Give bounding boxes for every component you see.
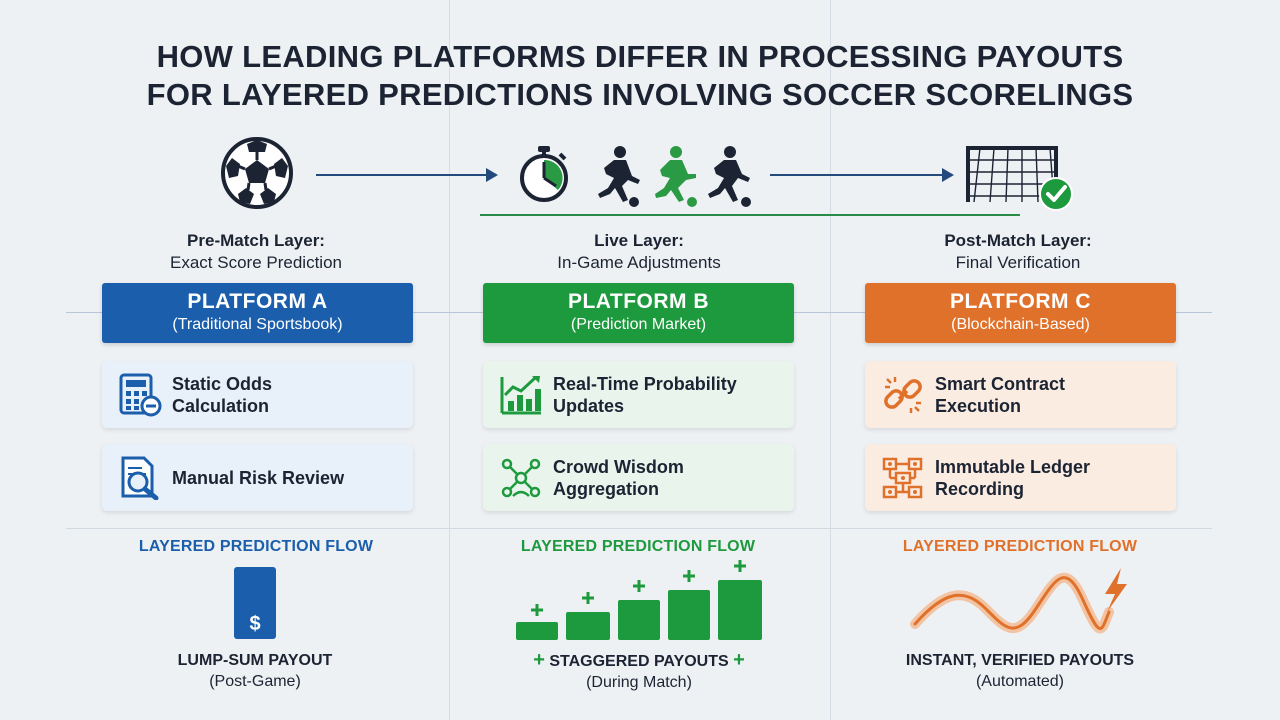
feature-line: Immutable Ledger: [935, 456, 1091, 477]
payout-subtitle: (Automated): [975, 673, 1065, 690]
platform-type: (Traditional Sportsbook): [172, 316, 343, 333]
layer-live: Live Layer: In-Game Adjustments: [509, 230, 769, 274]
payout-title: LUMP-SUM PAYOUT: [177, 652, 333, 669]
calculator-icon: [119, 373, 162, 416]
feature-line: Updates: [553, 395, 625, 416]
layer-post-match: Post-Match Layer: Final Verification: [888, 230, 1148, 274]
payout-title-row: + STAGGERED PAYOUTS +: [474, 650, 804, 672]
chain-link-icon: [884, 376, 922, 413]
layer-subtitle: Exact Score Prediction: [170, 253, 342, 272]
plus-icon: +: [733, 649, 745, 671]
platform-c-header: PLATFORM C (Blockchain-Based): [865, 283, 1176, 343]
payout-title: INSTANT, VERIFIED PAYOUTS: [905, 652, 1135, 669]
feature-line: Recording: [935, 478, 1025, 499]
platform-name: PLATFORM C: [949, 290, 1092, 313]
feature-line: Aggregation: [553, 478, 659, 499]
payout-c: INSTANT, VERIFIED PAYOUTS (Automated): [855, 650, 1185, 692]
layer-pre-match: Pre-Match Layer: Exact Score Prediction: [126, 230, 386, 274]
flow-arrow-1: [316, 168, 498, 182]
title-line-2: FOR LAYERED PREDICTIONS INVOLVING SOCCER…: [146, 77, 1134, 112]
live-layer-rule: [480, 214, 1020, 216]
flow-arrow-2: [770, 168, 954, 182]
feature-line: Real-Time Probability: [553, 373, 737, 394]
payout-a: LUMP-SUM PAYOUT (Post-Game): [90, 650, 420, 692]
platform-name: PLATFORM A: [187, 290, 328, 313]
feature-line: Manual Risk Review: [172, 467, 345, 488]
platform-name: PLATFORM B: [567, 290, 710, 313]
payout-subtitle: (During Match): [586, 674, 692, 691]
stopwatch-icon: [520, 146, 568, 202]
staggered-bars-icon: [516, 560, 762, 640]
platform-a-header: PLATFORM A (Traditional Sportsbook): [102, 283, 413, 343]
flow-label-c: LAYERED PREDICTION FLOW: [902, 538, 1138, 555]
feature-line: Static Odds: [172, 373, 273, 394]
dollar-card-icon: $: [234, 567, 276, 639]
layer-title: Post-Match Layer:: [944, 231, 1092, 250]
rising-chart-icon: [500, 375, 541, 414]
platform-type: (Blockchain-Based): [951, 316, 1090, 333]
layer-title: Live Layer:: [594, 231, 684, 250]
payout-b: + STAGGERED PAYOUTS + (During Match): [474, 650, 804, 693]
soccer-players-icon: [598, 146, 751, 207]
flow-label-b: LAYERED PREDICTION FLOW: [520, 538, 756, 555]
platform-b-header: PLATFORM B (Prediction Market): [483, 283, 794, 343]
platform-type: (Prediction Market): [570, 316, 707, 333]
ledger-blocks-icon: [882, 457, 923, 498]
crowd-network-icon: [501, 458, 541, 497]
payout-subtitle: (Post-Game): [209, 673, 301, 690]
flow-rule: [66, 528, 1212, 529]
plus-icon: +: [533, 649, 545, 671]
feature-line: Execution: [935, 395, 1022, 416]
feature-text: Manual Risk Review: [172, 467, 344, 489]
document-search-icon: [121, 456, 159, 500]
payout-title: STAGGERED PAYOUTS: [549, 653, 729, 670]
feature-card: Manual Risk Review: [102, 444, 413, 511]
soccer-ball-icon: [221, 137, 293, 209]
layer-subtitle: Final Verification: [955, 253, 1081, 272]
layer-subtitle: In-Game Adjustments: [557, 253, 721, 272]
column-divider-2: [830, 0, 831, 720]
column-divider-1: [449, 0, 450, 720]
goal-check-icon: [966, 146, 1073, 211]
feature-line: Crowd Wisdom: [553, 456, 684, 477]
title-line-1: HOW LEADING PLATFORMS DIFFER IN PROCESSI…: [156, 39, 1124, 74]
page-title: HOW LEADING PLATFORMS DIFFER IN PROCESSI…: [0, 38, 1280, 114]
layer-title: Pre-Match Layer:: [187, 231, 325, 250]
wave-lightning-icon: [910, 568, 1127, 634]
feature-line: Smart Contract: [935, 373, 1066, 394]
feature-line: Calculation: [172, 395, 270, 416]
flow-label-a: LAYERED PREDICTION FLOW: [138, 538, 374, 555]
svg-text:$: $: [249, 613, 260, 635]
